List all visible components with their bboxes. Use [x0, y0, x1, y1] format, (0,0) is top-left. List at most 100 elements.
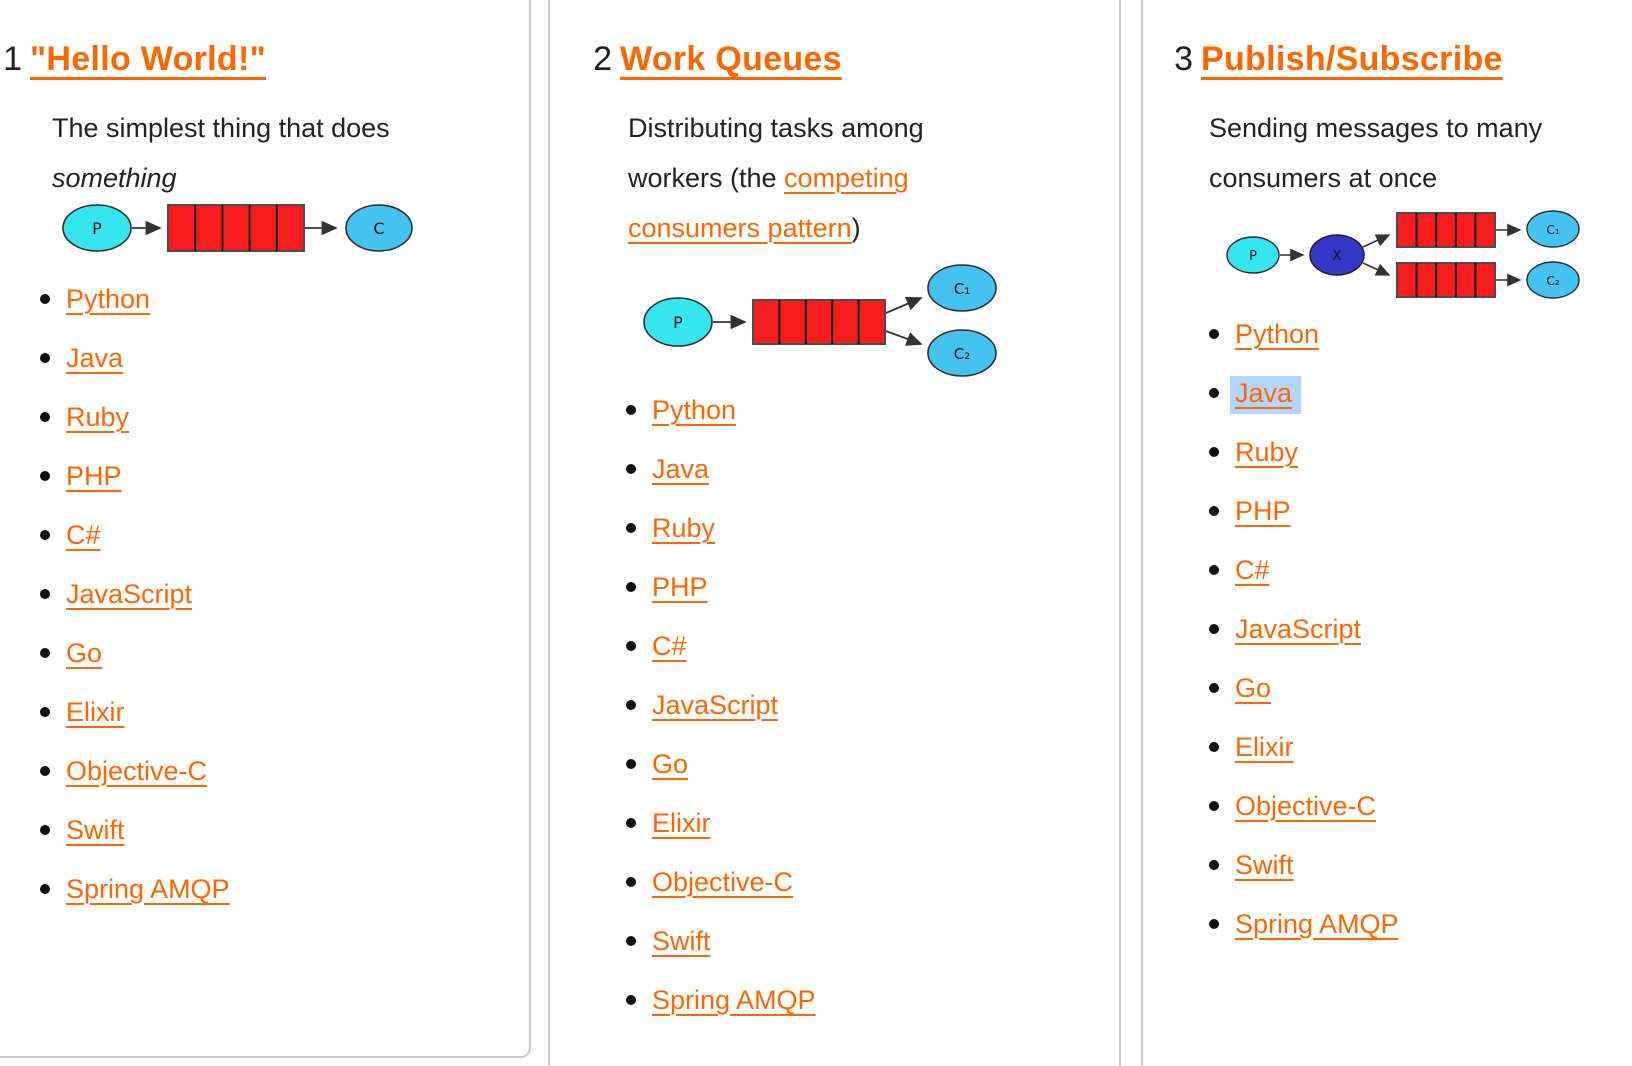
list-item: Python [1209, 317, 1399, 351]
language-link[interactable]: PHP [66, 461, 122, 491]
list-item: Go [1209, 671, 1399, 705]
language-link[interactable]: C# [1235, 555, 1270, 585]
list-item: Java [626, 452, 816, 486]
language-link[interactable]: Spring AMQP [1235, 909, 1399, 939]
list-item: Java [40, 341, 230, 375]
list-item: Spring AMQP [626, 983, 816, 1017]
consumer2-label: C₂ [1546, 274, 1559, 288]
arrow-queue-to-consumer2 [885, 330, 923, 346]
producer-label: P [1249, 249, 1257, 264]
list-item: Swift [626, 924, 816, 958]
work-queues-diagram: P C₁ C₂ [643, 264, 997, 377]
language-link[interactable]: Objective-C [652, 867, 794, 897]
consumer2-node [1526, 261, 1580, 299]
tutorial-number: 3 [1174, 40, 1193, 78]
language-link[interactable]: Python [652, 395, 737, 425]
list-item: Ruby [1209, 435, 1399, 469]
language-link[interactable]: Java [66, 343, 124, 373]
tutorial-title-link[interactable]: "Hello World!" [30, 40, 267, 78]
list-item: Swift [40, 813, 230, 847]
list-item: Elixir [40, 695, 230, 729]
language-link[interactable]: C# [652, 631, 687, 661]
list-item: JavaScript [626, 688, 816, 722]
competing-consumers-link[interactable]: competing [784, 163, 909, 193]
producer-node [1226, 236, 1280, 274]
list-item: C# [626, 629, 816, 663]
arrow-exchange-to-queue1 [1362, 234, 1391, 248]
language-link[interactable]: PHP [1235, 496, 1291, 526]
subtitle-line: consumers at once [1209, 163, 1438, 193]
language-link[interactable]: Objective-C [1235, 791, 1377, 821]
list-item: Elixir [1209, 730, 1399, 764]
queue-node [167, 204, 305, 252]
language-link[interactable]: C# [66, 520, 101, 550]
language-link[interactable]: Spring AMQP [66, 874, 230, 904]
language-link[interactable]: Swift [652, 926, 711, 956]
language-link[interactable]: Objective-C [66, 756, 208, 786]
list-item: Swift [1209, 848, 1399, 882]
consumer1-node [927, 264, 997, 312]
list-item: C# [40, 518, 230, 552]
language-link[interactable]: Elixir [66, 697, 125, 727]
consumer1-node [1526, 210, 1580, 248]
consumer-label: C [373, 219, 384, 238]
list-item: JavaScript [40, 577, 230, 611]
language-link[interactable]: Go [66, 638, 103, 668]
arrow-queue-to-consumer1 [885, 297, 923, 314]
language-link[interactable]: Ruby [66, 402, 130, 432]
queue2-node [1396, 262, 1496, 298]
language-link[interactable]: Python [66, 284, 151, 314]
language-link[interactable]: Swift [66, 815, 125, 845]
tutorial-number: 1 [3, 40, 22, 78]
list-item: Ruby [40, 400, 230, 434]
language-link[interactable]: Elixir [652, 808, 711, 838]
language-link[interactable]: Go [652, 749, 689, 779]
subtitle-line: Sending messages to many [1209, 113, 1543, 143]
language-link[interactable]: JavaScript [652, 690, 779, 720]
list-item: Spring AMQP [1209, 907, 1399, 941]
consumer2-node [927, 329, 997, 377]
language-link[interactable]: Python [1235, 319, 1320, 349]
subtitle-emphasis: something [52, 163, 177, 193]
tutorial-title-link[interactable]: Publish/Subscribe [1201, 40, 1503, 78]
language-link[interactable]: Spring AMQP [652, 985, 816, 1015]
language-link[interactable]: Ruby [652, 513, 716, 543]
exchange-label: X [1333, 249, 1342, 264]
list-item: JavaScript [1209, 612, 1399, 646]
subtitle-line: ) [851, 213, 861, 243]
list-item: PHP [40, 459, 230, 493]
list-item: Python [626, 393, 816, 427]
consumer1-label: C₁ [1546, 223, 1559, 237]
language-link[interactable]: Swift [1235, 850, 1294, 880]
language-link[interactable]: Go [1235, 673, 1272, 703]
language-link[interactable]: Java [652, 454, 710, 484]
tutorial-title-link[interactable]: Work Queues [620, 40, 842, 78]
list-item-selected: Java [1209, 376, 1399, 414]
hello-world-diagram: P C [62, 204, 413, 252]
list-item: Go [626, 747, 816, 781]
consumer2-label: C₂ [954, 345, 971, 363]
exchange-node [1309, 234, 1365, 276]
tutorial-heading: 1"Hello World!" [2, 40, 266, 78]
language-link[interactable]: Elixir [1235, 732, 1294, 762]
language-link[interactable]: JavaScript [66, 579, 193, 609]
language-link[interactable]: PHP [652, 572, 708, 602]
list-item: PHP [1209, 494, 1399, 528]
language-link[interactable]: Ruby [1235, 437, 1299, 467]
tutorial-subtitle: The simplest thing that does something [52, 103, 390, 203]
producer-label: P [92, 219, 102, 238]
list-item: C# [1209, 553, 1399, 587]
list-item: Go [40, 636, 230, 670]
consumer1-label: C₁ [954, 280, 971, 298]
language-link[interactable]: JavaScript [1235, 614, 1362, 644]
list-item: Objective-C [626, 865, 816, 899]
subtitle-line: The simplest thing that does [52, 113, 390, 143]
language-link[interactable]: Java [1230, 376, 1302, 414]
subtitle-line: Distributing tasks among [628, 113, 924, 143]
competing-consumers-link[interactable]: consumers pattern [628, 213, 852, 243]
language-list: Python Java Ruby PHP C# JavaScript Go El… [626, 393, 816, 1042]
arrow-exchange-to-queue2 [1362, 262, 1391, 276]
